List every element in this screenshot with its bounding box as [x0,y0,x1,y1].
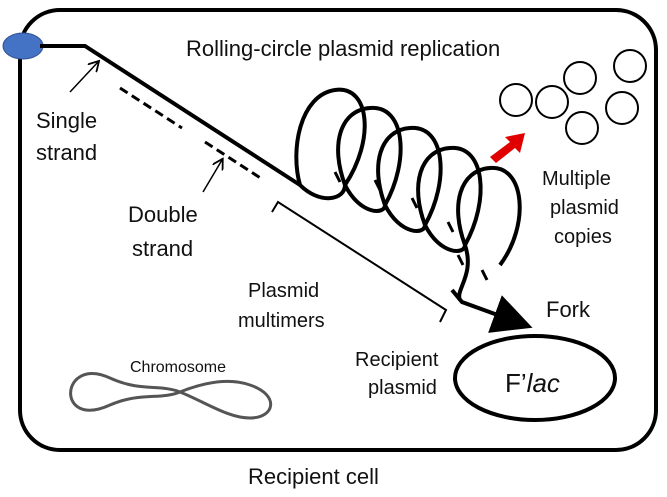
chromosome-shape [69,372,273,420]
chromosome-label: Chromosome [130,359,226,376]
plasmid-copy-circle-icon [535,85,569,119]
recipient-cell-label: Recipient cell [248,464,379,489]
plasmid-copy-circle-icon [565,111,599,145]
flac-italic: lac [527,368,560,398]
flac-label: F’lac [505,368,560,398]
single-strand-line [40,44,302,187]
fork-label: Fork [546,297,591,322]
double-strand-dash-1 [119,86,183,130]
plasmid-copy-circle-icon [613,49,647,83]
coil-tick-marks [333,171,489,281]
plasmid-multimers-label: Plasmid [248,280,319,302]
plasmid-copies [499,49,647,145]
flac-prefix: F’ [505,368,527,398]
multimer-bracket [271,200,448,323]
plasmid-copy-circle-icon [563,61,597,95]
double-strand-pointer [202,160,222,193]
multiple-copies-label-line3: copies [554,226,612,248]
double-strand-label-line2: strand [132,236,193,261]
attachment-point-icon [2,32,44,60]
single-strand-label: Single [36,108,97,133]
single-strand-pointer [69,62,98,93]
double-strand-dash-2 [204,140,263,181]
plasmid-copy-circle-icon [605,91,639,125]
multiple-copies-label: Multiple [542,168,611,190]
plasmid-multimer-coil [294,87,522,301]
plasmid-copy-circle-icon [499,83,533,117]
double-strand-label: Double [128,202,198,227]
cell-boundary [18,8,658,452]
red-direction-arrow-icon [490,133,525,163]
recipient-plasmid-label: Recipient [355,349,439,371]
flac-plasmid [453,334,617,422]
multiple-copies-label-line2: plasmid [550,197,619,219]
single-strand-label-line2: strand [36,140,97,165]
plasmid-multimers-label-line2: multimers [238,310,325,332]
diagram-title: Rolling-circle plasmid replication [186,36,500,61]
fork-arrow [450,288,533,333]
recipient-plasmid-label-line2: plasmid [368,377,437,399]
